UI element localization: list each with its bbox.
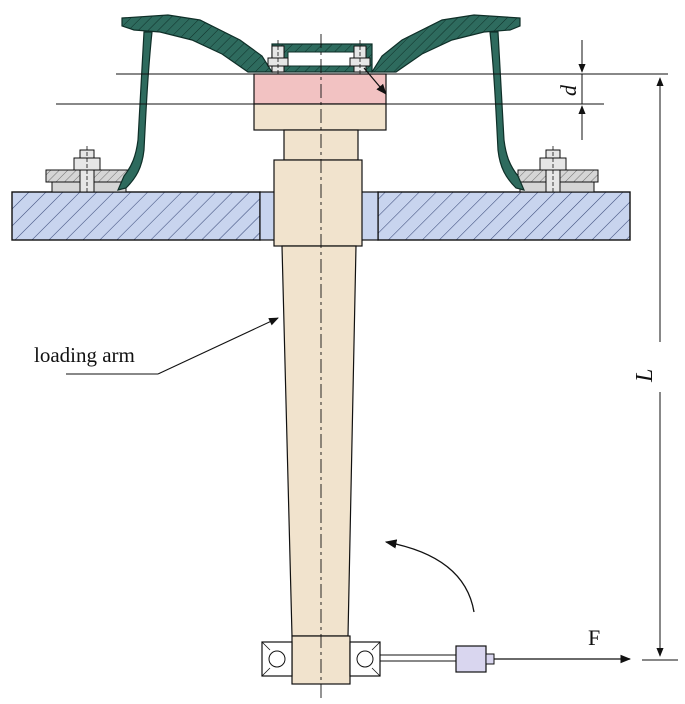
- loading-arm-label: loading arm: [34, 343, 135, 367]
- bearing-right: [349, 641, 381, 677]
- dimension-L-label: L: [632, 369, 658, 383]
- left-clamp: [45, 146, 129, 193]
- load-cell: [380, 645, 495, 673]
- bearing-left: [261, 641, 293, 677]
- adapter-flange: [253, 73, 387, 105]
- upper-flange: [253, 103, 387, 131]
- hub-bolt-right: [349, 40, 371, 78]
- dimension-d-label: d: [556, 84, 581, 96]
- dimension-L: [642, 77, 678, 661]
- loading-arm-leader: [157, 317, 279, 375]
- hub-bolt-left: [267, 40, 289, 78]
- rotation-arrow: [384, 539, 475, 613]
- loading-arm: [273, 129, 363, 685]
- right-clamp: [517, 146, 599, 193]
- force-label: F: [588, 625, 600, 650]
- adapter-pointer: [363, 67, 387, 95]
- dimension-d: [56, 40, 668, 140]
